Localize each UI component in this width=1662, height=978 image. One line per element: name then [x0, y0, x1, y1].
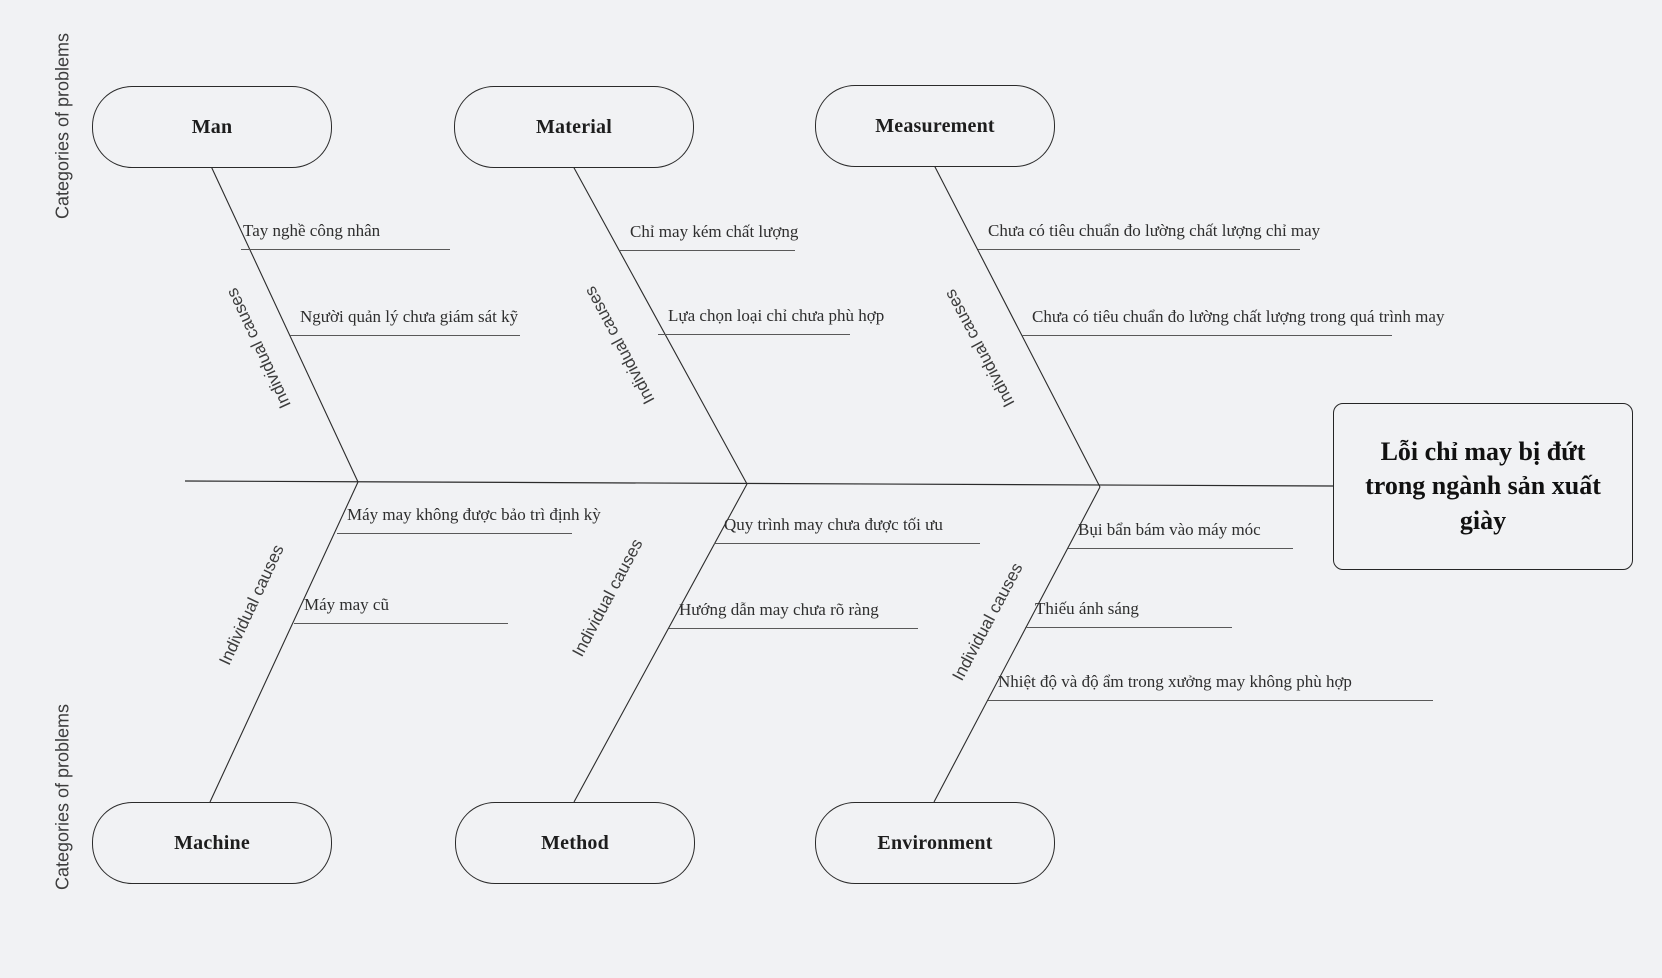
cause-machine-2[interactable]: Máy may cũ — [294, 591, 508, 624]
cause-text: Người quản lý chưa giám sát kỹ — [300, 307, 519, 326]
cause-text: Chỉ may kém chất lượng — [630, 222, 799, 241]
cause-environment-1[interactable]: Bụi bẩn bám vào máy móc — [1068, 516, 1293, 549]
category-box-measurement[interactable]: Measurement — [815, 85, 1055, 167]
category-box-method[interactable]: Method — [455, 802, 695, 884]
category-label-material: Material — [535, 115, 612, 138]
cause-machine-1[interactable]: Máy may không được bảo trì định kỳ — [337, 501, 601, 534]
category-label-measurement: Measurement — [875, 114, 995, 137]
cause-method-1[interactable]: Quy trình may chưa được tối ưu — [714, 511, 980, 544]
cause-text: Tay nghề công nhân — [243, 221, 381, 240]
cause-text: Thiếu ánh sáng — [1035, 599, 1139, 618]
side-label-categories-top: Categories of problems — [52, 32, 73, 220]
cause-method-2[interactable]: Hướng dẫn may chưa rõ ràng — [669, 596, 918, 629]
cause-text: Bụi bẩn bám vào máy móc — [1078, 520, 1261, 539]
cause-material-1[interactable]: Chỉ may kém chất lượng — [620, 218, 799, 251]
cause-text: Nhiệt độ và độ ẩm trong xưởng may không … — [998, 672, 1352, 691]
branch-line-man — [209, 163, 359, 483]
category-label-man: Man — [191, 115, 233, 138]
cause-material-2[interactable]: Lựa chọn loại chỉ chưa phù hợp — [658, 302, 884, 335]
cause-text: Quy trình may chưa được tối ưu — [724, 515, 943, 534]
cause-text: Máy may không được bảo trì định kỳ — [347, 505, 601, 524]
branch-line-material — [572, 165, 748, 485]
category-label-environment: Environment — [877, 831, 993, 854]
cause-man-1[interactable]: Tay nghề công nhân — [241, 217, 450, 250]
cause-measurement-2[interactable]: Chưa có tiêu chuẩn đo lường chất lượng t… — [1022, 303, 1444, 336]
cause-text: Chưa có tiêu chuẩn đo lường chất lượng t… — [1032, 307, 1445, 326]
spine-line — [184, 480, 1334, 487]
cause-measurement-1[interactable]: Chưa có tiêu chuẩn đo lường chất lượng c… — [978, 217, 1320, 250]
cause-man-2[interactable]: Người quản lý chưa giám sát kỹ — [290, 303, 520, 336]
category-box-man[interactable]: Man — [92, 86, 332, 168]
cause-text: Hướng dẫn may chưa rõ ràng — [679, 600, 879, 619]
side-label-categories-bottom: Categories of problems — [52, 703, 73, 891]
branch-line-environment — [933, 486, 1101, 803]
cause-text: Máy may cũ — [304, 595, 389, 614]
category-box-environment[interactable]: Environment — [815, 802, 1055, 884]
branch-line-method — [573, 483, 748, 803]
category-label-machine: Machine — [174, 831, 250, 854]
cause-text: Chưa có tiêu chuẩn đo lường chất lượng c… — [988, 221, 1321, 240]
branch-line-machine — [209, 481, 359, 803]
cause-environment-2[interactable]: Thiếu ánh sáng — [1025, 595, 1232, 628]
category-box-machine[interactable]: Machine — [92, 802, 332, 884]
problem-box[interactable]: Lỗi chỉ may bị đứt trong ngành sản xuất … — [1333, 403, 1633, 570]
category-label-method: Method — [541, 831, 609, 854]
cause-text: Lựa chọn loại chỉ chưa phù hợp — [668, 306, 885, 325]
branch-line-measurement — [933, 164, 1101, 488]
cause-environment-3[interactable]: Nhiệt độ và độ ẩm trong xưởng may không … — [988, 668, 1433, 701]
problem-statement: Lỗi chỉ may bị đứt trong ngành sản xuất … — [1365, 437, 1601, 535]
category-box-material[interactable]: Material — [454, 86, 694, 168]
